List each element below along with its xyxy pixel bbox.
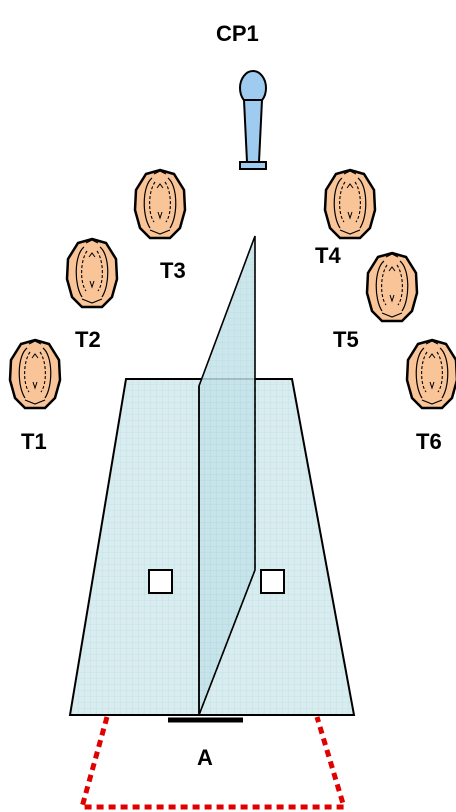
microphone-icon — [239, 70, 267, 170]
head-top-view-icon-t6 — [405, 338, 456, 410]
head-top-view-icon-t2 — [65, 237, 119, 309]
label-a: A — [197, 745, 213, 770]
left-square-marker — [148, 569, 173, 594]
head-top-view-icon-t5 — [365, 251, 419, 323]
right-square-marker — [260, 569, 285, 594]
head-top-view-icon-t1 — [8, 338, 62, 410]
label-t6: T6 — [416, 429, 442, 454]
head-top-view-icon-t3 — [133, 168, 187, 240]
label-t1: T1 — [21, 429, 47, 454]
label-cp1: CP1 — [216, 21, 259, 46]
label-t4: T4 — [315, 243, 341, 268]
label-t5: T5 — [333, 327, 359, 352]
label-t3: T3 — [160, 258, 186, 283]
red-dotted-outline — [78, 716, 348, 810]
label-t2: T2 — [75, 327, 101, 352]
partition-dashed-edge — [198, 569, 256, 716]
head-top-view-icon-t4 — [323, 168, 377, 240]
